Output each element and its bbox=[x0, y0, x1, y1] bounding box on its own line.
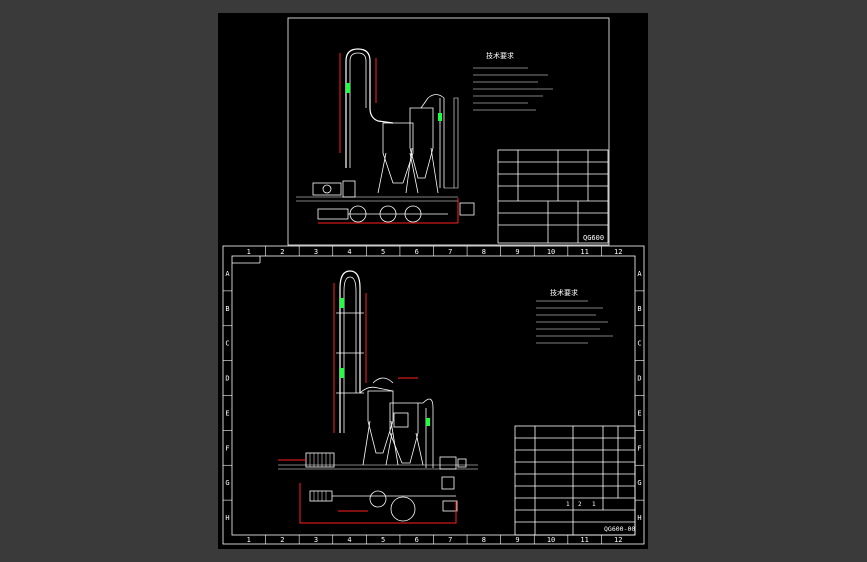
column-label-top: 12 bbox=[614, 248, 622, 256]
column-label-top: 2 bbox=[280, 248, 284, 256]
top-sheet-border bbox=[287, 17, 610, 246]
top-title-block bbox=[497, 149, 609, 244]
bottom-drawing-number: QG600-00 bbox=[604, 525, 635, 533]
row-label-right: B bbox=[637, 305, 641, 313]
bottom-red-dimensions bbox=[278, 283, 457, 524]
top-red-dimensions bbox=[318, 53, 459, 224]
column-label-top: 1 bbox=[247, 248, 251, 256]
row-label-left: F bbox=[225, 444, 229, 452]
column-label-bottom: 5 bbox=[381, 536, 385, 544]
bottom-row-labels: A A B B C C D D E E F F G G H H bbox=[223, 270, 644, 522]
row-label-right: G bbox=[637, 479, 641, 487]
bottom-sheet-outer-border bbox=[222, 245, 645, 545]
column-label-top: 7 bbox=[448, 248, 452, 256]
column-label-bottom: 4 bbox=[347, 536, 351, 544]
row-label-left: C bbox=[225, 340, 229, 348]
row-label-right: C bbox=[637, 340, 641, 348]
column-label-bottom: 12 bbox=[614, 536, 622, 544]
top-green-markers bbox=[346, 83, 442, 121]
bottom-notes-title: 技术要求 bbox=[550, 288, 578, 297]
column-label-bottom: 6 bbox=[415, 536, 419, 544]
column-label-top: 6 bbox=[415, 248, 419, 256]
scale-cell-1: 1 bbox=[566, 501, 570, 508]
top-drawing-number: QG600 bbox=[583, 234, 604, 242]
bottom-sheet bbox=[222, 245, 645, 545]
column-label-bottom: 10 bbox=[547, 536, 555, 544]
column-label-bottom: 8 bbox=[482, 536, 486, 544]
row-label-right: H bbox=[637, 514, 641, 522]
column-label-top: 4 bbox=[347, 248, 351, 256]
bottom-sheet-inner-border bbox=[231, 255, 636, 536]
column-label-top: 10 bbox=[547, 248, 555, 256]
column-label-top: 3 bbox=[314, 248, 318, 256]
scale-cell-3: 1 bbox=[592, 501, 596, 508]
row-label-right: F bbox=[637, 444, 641, 452]
drawing-canvas: 技术要求 QG600 bbox=[222, 17, 645, 545]
row-label-right: D bbox=[637, 375, 641, 383]
row-label-left: A bbox=[225, 270, 230, 278]
row-label-left: G bbox=[225, 479, 229, 487]
column-label-bottom: 11 bbox=[580, 536, 588, 544]
top-notes-title: 技术要求 bbox=[486, 51, 514, 60]
top-sheet bbox=[287, 17, 610, 246]
bottom-green-markers bbox=[340, 298, 430, 426]
row-label-left: E bbox=[225, 409, 229, 417]
column-label-bottom: 3 bbox=[314, 536, 318, 544]
column-label-top: 11 bbox=[580, 248, 588, 256]
row-label-right: E bbox=[637, 409, 641, 417]
column-label-top: 9 bbox=[515, 248, 519, 256]
column-label-top: 5 bbox=[381, 248, 385, 256]
row-label-right: A bbox=[637, 270, 642, 278]
scale-cell-2: 2 bbox=[578, 501, 582, 508]
column-label-bottom: 2 bbox=[280, 536, 284, 544]
column-label-bottom: 7 bbox=[448, 536, 452, 544]
row-label-left: B bbox=[225, 305, 229, 313]
row-label-left: H bbox=[225, 514, 229, 522]
row-label-left: D bbox=[225, 375, 229, 383]
column-label-bottom: 1 bbox=[247, 536, 251, 544]
column-label-top: 8 bbox=[482, 248, 486, 256]
bottom-title-block bbox=[514, 425, 636, 536]
cad-viewport[interactable]: 技术要求 QG600 bbox=[218, 13, 648, 549]
column-label-bottom: 9 bbox=[515, 536, 519, 544]
